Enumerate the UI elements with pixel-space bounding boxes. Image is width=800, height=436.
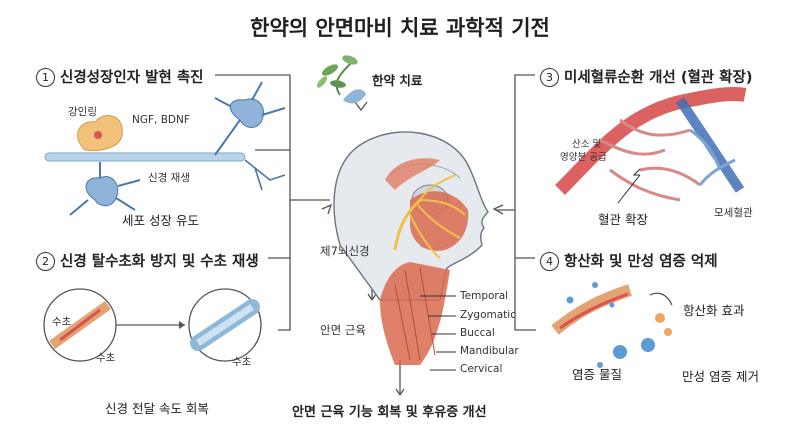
myelin-label-a: 수초: [52, 316, 72, 328]
growth-factor-label: NGF, BDNF: [132, 114, 190, 126]
facial-muscle-label: 안면 근육: [320, 323, 366, 337]
connector-lines: [215, 74, 536, 396]
section-1-title-text: 신경성장인자 발현 촉진: [60, 70, 204, 86]
section-2-title: 2 신경 탈수초화 방지 및 수초 재생: [36, 250, 259, 271]
section-1-title: 1 신경성장인자 발현 촉진: [36, 66, 204, 87]
muscle-label-mandibular: Mandibular: [460, 345, 519, 357]
nerve-regen-label: 신경 재생: [148, 172, 190, 184]
herbal-treatment-label: 한약 치료: [372, 73, 423, 88]
section-3-title: 3 미세혈류순환 개선 (혈관 확장): [540, 66, 752, 87]
bottom-caption: 안면 근육 기능 회복 및 후유증 개선: [292, 405, 487, 420]
herb-icon: [316, 55, 366, 104]
section-2-caption: 신경 전달 속도 회복: [105, 401, 209, 416]
section-4-title: 4 항산화 및 만성 염증 억제: [540, 250, 718, 271]
myelin-illustration: [43, 288, 262, 362]
section-2-number: 2: [36, 252, 55, 271]
vessel-illustration: [555, 86, 747, 204]
section-1-caption: 세포 성장 유도: [122, 213, 199, 228]
section-3-title-text: 미세혈류순환 개선 (혈관 확장): [564, 70, 753, 86]
muscle-label-temporal: Temporal: [460, 290, 509, 302]
inflammatory-label: 염증 물질: [572, 367, 622, 382]
section-2-title-text: 신경 탈수초화 방지 및 수초 재생: [60, 254, 259, 270]
myelin-label-b: 수초: [96, 352, 116, 364]
section-3-number: 3: [540, 68, 559, 87]
page-title: 한약의 안면마비 치료 과학적 기전: [250, 16, 550, 40]
supply-label-1: 산소 및: [572, 139, 602, 150]
section-4-number: 4: [540, 252, 559, 271]
myelin-label-c: 수초: [232, 356, 252, 368]
head-illustration: [333, 131, 489, 365]
facial-nerve-label: 제7뇌신경: [320, 244, 370, 258]
capillary-label: 모세혈관: [714, 207, 753, 219]
section-4-title-text: 항산화 및 만성 염증 억제: [564, 254, 718, 270]
section-3-caption: 혈관 확장: [598, 212, 648, 227]
antioxidant-illustration: [551, 282, 673, 368]
muscle-label-zygomatic: Zygomatic: [460, 309, 516, 321]
inflammation-removal-label: 만성 염증 제거: [682, 369, 759, 384]
muscle-label-buccal: Buccal: [460, 327, 495, 339]
muscle-leader-lines: [420, 295, 456, 371]
ganglion-label: 강인링: [68, 106, 97, 118]
antioxidant-label: 항산화 효과: [683, 303, 745, 318]
neuron-illustration: [44, 81, 286, 216]
supply-label-2: 영양분 공급: [560, 152, 607, 163]
section-1-number: 1: [36, 68, 55, 87]
muscle-label-cervical: Cervical: [460, 363, 503, 375]
